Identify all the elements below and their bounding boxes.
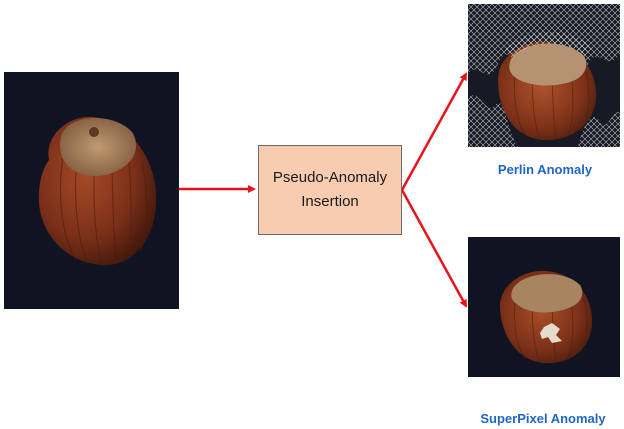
perlin-noise-texture <box>468 4 620 147</box>
input-hazelnut-image <box>4 72 179 309</box>
perlin-anomaly-caption: Perlin Anomaly <box>497 162 593 177</box>
superpixel-anomaly-patch <box>540 323 562 343</box>
arrow-process-to-perlin <box>400 72 468 191</box>
hazelnut-cap <box>509 43 587 86</box>
superpixel-anomaly-caption: SuperPixel Anomaly <box>480 411 606 426</box>
hazelnut-cap <box>60 117 137 177</box>
process-label: Pseudo-Anomaly Insertion <box>272 169 388 210</box>
hazelnut-cap <box>511 274 583 313</box>
arrow-process-to-superpixel <box>400 189 468 308</box>
perlin-anomaly-image <box>468 4 620 147</box>
superpixel-anomaly-image <box>468 237 620 377</box>
pseudo-anomaly-insertion-box: Pseudo-Anomaly Insertion <box>258 145 402 235</box>
